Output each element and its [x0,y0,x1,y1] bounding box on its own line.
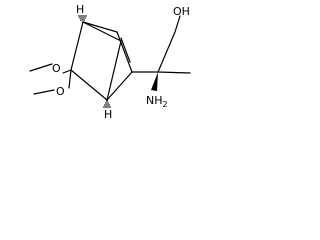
methoxy-groups [29,63,72,95]
bond-quaternary-ch2 [157,31,176,73]
bond-quaternary-methyl [157,71,191,74]
bond-c6-o-upper [62,69,72,74]
methoxy-oxygen-upper-label: O [52,62,61,75]
stereo-h-bottom-label: H [104,108,112,121]
bond-c6-o-lower [68,69,72,89]
bond-o-upper-methyl [29,63,53,72]
hashed-bond-top-h [78,15,87,23]
wedge-bond-to-amino [151,72,158,91]
bond-ch2-oh [174,15,181,33]
chemical-structure: H H O O OH NH2 [29,3,191,121]
side-chain [131,15,191,74]
bond-c7-c4-bridge [106,40,122,101]
bond-c2-c3-double-inner [120,37,131,63]
bond-c1-c6 [70,21,84,71]
bond-o-lower-methyl [33,89,55,95]
stereo-h-top-label: H [76,3,84,16]
bond-c6-c5 [70,69,108,101]
hashed-bond-bottom-h [103,100,111,108]
amino-label: NH2 [146,94,168,109]
bond-c1-c2-alkene-carbon [82,21,118,33]
amino-nh-text: NH [146,94,163,107]
hydroxyl-label: OH [173,5,190,18]
bond-c1-c7-bridge [82,21,122,42]
amino-subscript: 2 [163,100,168,109]
bond-c3-c4 [106,71,133,101]
methoxy-oxygen-lower-label: O [56,85,65,98]
bicyclic-cage [70,21,133,101]
bond-c2-c3-double-outer [116,31,133,73]
